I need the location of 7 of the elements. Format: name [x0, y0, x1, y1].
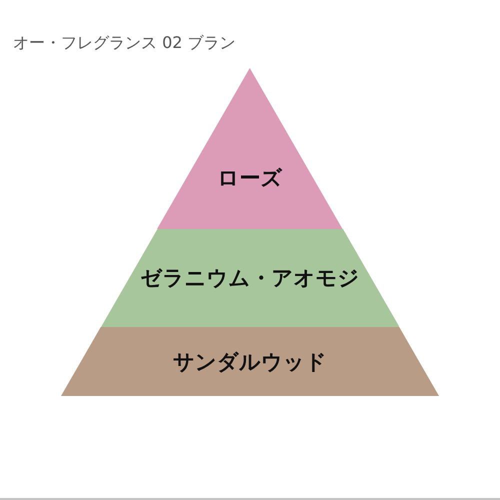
diagram-title: オー・フレグランス 02 ブラン	[13, 33, 236, 53]
tier-label: ゼラニウム・アオモジ	[140, 266, 360, 290]
tier-label: ローズ	[217, 166, 282, 190]
pyramid-tier	[157, 68, 343, 229]
tier-label: サンダルウッド	[173, 350, 327, 374]
pyramid-tier	[100, 229, 400, 327]
pyramid-tier	[61, 327, 439, 396]
